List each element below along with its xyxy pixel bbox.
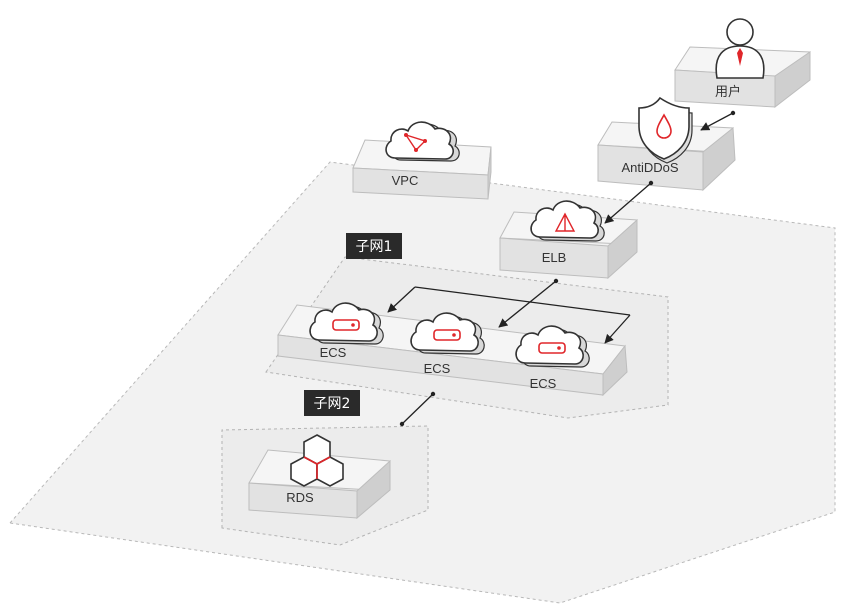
- connector-ecs-rds: [399, 391, 436, 427]
- ecs-label-3: ECS: [530, 376, 557, 391]
- database-icon[interactable]: [290, 434, 344, 487]
- subnet2-label: 子网2: [314, 396, 351, 412]
- connector-antiddos-elb: [604, 180, 654, 224]
- antiddos-label: AntiDDoS: [621, 160, 678, 175]
- connector-elb-ecs: [387, 278, 631, 344]
- subnet1-tag: 子网1: [346, 233, 402, 259]
- user-icon[interactable]: [715, 18, 765, 79]
- user-label: 用户: [715, 84, 741, 99]
- shield-icon[interactable]: [638, 96, 693, 164]
- rds-platform: [248, 449, 391, 520]
- ecs-label-1: ECS: [320, 345, 347, 360]
- ecs-cloud-icon-3[interactable]: [515, 325, 590, 368]
- elb-cloud-icon[interactable]: [530, 200, 605, 242]
- vpc-cloud-icon[interactable]: [385, 121, 460, 162]
- subnet2-tag: 子网2: [304, 390, 360, 416]
- ecs-cloud-icon-2[interactable]: [410, 312, 485, 355]
- rds-label: RDS: [286, 490, 314, 505]
- vpc-label: VPC: [392, 173, 419, 188]
- ecs-label-2: ECS: [424, 361, 451, 376]
- connector-user-antiddos: [700, 110, 736, 131]
- subnet1-label: 子网1: [356, 239, 393, 255]
- ecs-cloud-icon-1[interactable]: [309, 302, 384, 345]
- elb-label: ELB: [542, 250, 567, 265]
